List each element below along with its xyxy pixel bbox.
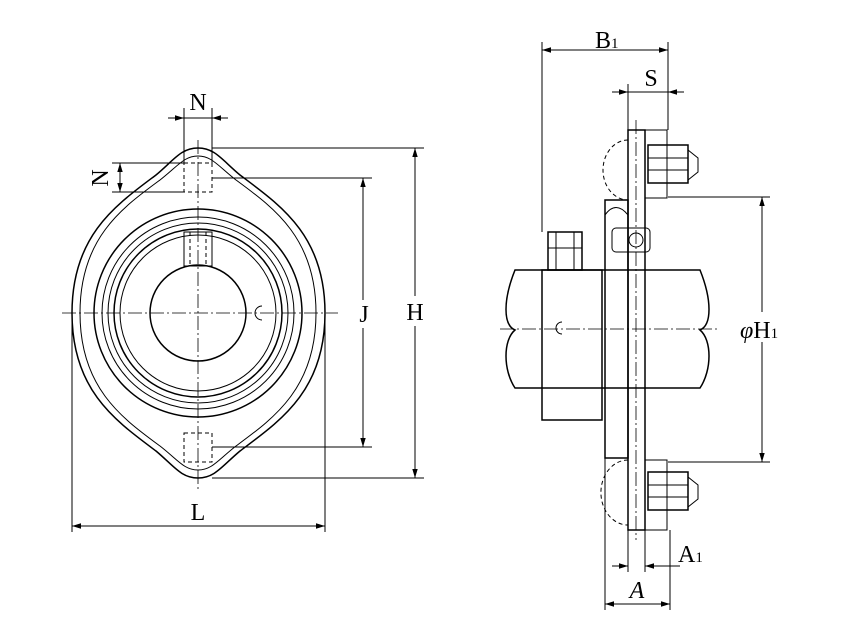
flange-plate <box>627 129 646 531</box>
bearing-ball <box>611 227 651 253</box>
bolt-nut-bottom <box>647 471 689 511</box>
bolt-nut-top <box>647 144 689 184</box>
dim-label-s: S <box>644 66 657 92</box>
dim-label-n-left: N <box>88 169 114 186</box>
side-view <box>500 120 718 540</box>
dim-label-b1: B1 <box>595 28 619 54</box>
dim-label-l: L <box>191 500 206 526</box>
dim-label-h: H <box>406 300 423 326</box>
dim-label-n-top: N <box>189 90 206 116</box>
set-screw-side <box>547 231 583 271</box>
dim-label-h1: φH1 <box>740 318 778 344</box>
locking-collar <box>541 269 603 421</box>
front-view <box>62 140 338 490</box>
shaft <box>505 269 710 389</box>
side-dimensions <box>541 42 794 610</box>
front-dimensions <box>71 108 427 532</box>
dim-label-a: A <box>628 578 645 604</box>
dim-label-a1: A1 <box>678 542 703 568</box>
dim-label-j: J <box>359 302 368 328</box>
